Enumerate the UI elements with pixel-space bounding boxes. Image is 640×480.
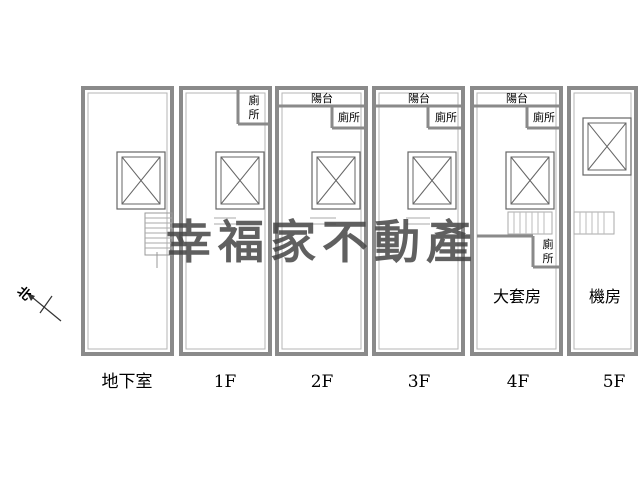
staircase-4f [507,211,553,235]
elevator-shaft-2f [311,151,361,210]
balcony-label-2f: 陽台 [311,91,333,105]
toilet-label-2f: 廁所 [338,110,360,124]
balcony-4f: 陽台 [472,91,561,108]
partition-wall-4f [477,234,561,269]
toilet-label-4f-lower-top: 廁 [543,237,554,251]
2f-outline [275,86,368,356]
2f-inner-wall [281,92,362,350]
toilet-label-4f-upper: 廁所 [533,110,555,124]
floor-label-5f: 5F [603,372,626,392]
4f-inner-wall [476,92,557,350]
floor-plan-1f: 廁 所 1F [179,86,272,392]
floor-plan-3f: 陽台 廁所 3F [372,86,465,392]
elevator-shaft-5f [582,117,632,176]
floor-plan-2f: 陽台 廁所 2F [275,86,368,392]
north-compass: 北 [14,284,62,322]
balcony-3f: 陽台 [374,91,463,108]
floor-label-1f: 1F [214,372,237,392]
toilet-room-4f-upper: 廁所 [525,106,561,130]
floor-label-basement: 地下室 [102,372,153,392]
elevator-shaft-3f [407,151,457,210]
basement-inner-wall [87,92,168,350]
3f-outline [372,86,465,356]
toilet-label-3f: 廁所 [435,110,457,124]
basement-outline [81,86,174,356]
staircase-basement [144,212,173,268]
toilet-room-2f: 廁所 [330,106,366,130]
staircase-5f [573,211,615,235]
staircase-1f [214,217,236,225]
master-suite-label: 大套房 [493,287,541,306]
toilet-room-1f: 廁 所 [236,88,270,126]
floor-label-4f: 4F [507,372,530,392]
staircase-3f [406,217,430,225]
compass-north-label: 北 [14,284,34,304]
floor-plan-basement: 地下室 [81,86,174,392]
toilet-room-3f: 廁所 [426,106,463,130]
balcony-label-3f: 陽台 [408,91,430,105]
floor-plan-5f: 機房 5F [567,86,638,392]
elevator-shaft-1f [215,151,265,210]
balcony-2f: 陽台 [277,91,366,108]
toilet-label-4f-lower-bottom: 所 [543,252,554,265]
toilet-label-1f-bottom: 所 [249,108,260,121]
staircase-2f [310,217,336,225]
floor-label-3f: 3F [408,372,431,392]
elevator-shaft-basement [116,151,166,210]
machine-room-label: 機房 [589,287,621,306]
floor-label-2f: 2F [311,372,334,392]
balcony-label-4f: 陽台 [506,91,528,105]
watermark-text: 幸福家不動產 [166,215,478,269]
elevator-shaft-4f [505,151,555,210]
floor-plan-4f: 陽台 廁所 廁 所 大套房 4F [470,86,563,392]
1f-inner-wall [185,92,266,350]
toilet-label-1f-top: 廁 [249,93,260,107]
3f-inner-wall [378,92,459,350]
4f-outline [470,86,563,356]
1f-outline [179,86,272,356]
toilet-room-4f-lower: 廁 所 [543,237,554,265]
